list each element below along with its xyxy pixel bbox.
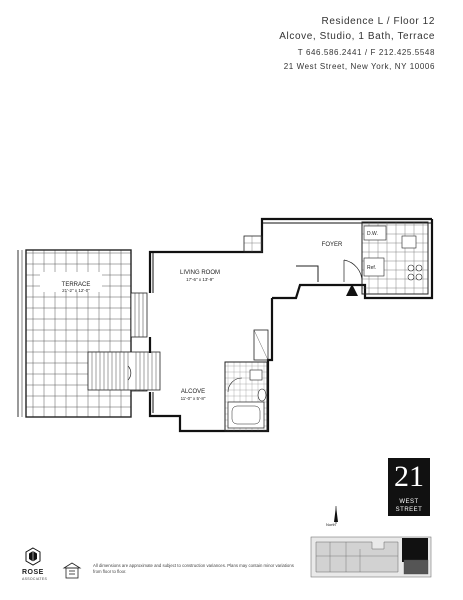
north-arrow-icon: North	[326, 506, 338, 527]
north-label: North	[326, 522, 336, 527]
entry-door	[343, 259, 363, 296]
refrigerator-label: Ref.	[367, 265, 376, 271]
alcove-closet	[253, 329, 269, 361]
foyer-closet	[296, 265, 319, 282]
phone-fax: T 646.586.2441 / F 212.425.5548	[297, 48, 435, 57]
brand-sub: ASSOCIATES	[22, 577, 48, 581]
stove	[407, 264, 423, 281]
equal-housing-icon	[62, 562, 82, 579]
entry-arrow	[346, 284, 358, 296]
logo-name: WEST STREET	[395, 499, 423, 513]
building-logo: 21 WEST STREET	[388, 458, 430, 516]
rose-logo-icon	[25, 547, 41, 566]
closet-shelf	[243, 235, 263, 253]
residence-title: Residence L / Floor 12	[321, 16, 435, 27]
living-room-dims: 17'-6" x 13'-9"	[186, 277, 214, 282]
sink	[401, 235, 417, 249]
disclaimer: All dimensions are approximate and subje…	[93, 563, 294, 574]
kitchen	[361, 221, 429, 295]
refrigerator	[363, 257, 385, 277]
alcove-dims: 11'-0" x 5'-8"	[181, 396, 206, 401]
terrace-planter	[87, 351, 161, 391]
toilet	[257, 388, 267, 402]
address: 21 West Street, New York, NY 10006	[283, 62, 435, 71]
living-room-label: LIVING ROOM	[180, 270, 220, 276]
dishwasher	[363, 225, 387, 241]
terrace	[17, 249, 132, 418]
logo-number: 21	[394, 460, 424, 493]
brand-name: ROSE	[22, 569, 44, 576]
key-plan-highlight	[402, 538, 428, 562]
terrace-dims: 21'-2" x 12'-0"	[62, 288, 90, 293]
unit-description: Alcove, Studio, 1 Bath, Terrace	[279, 31, 435, 42]
dishwasher-label: D.W.	[367, 231, 378, 237]
foyer-label: FOYER	[322, 242, 343, 248]
alcove-label: ALCOVE	[181, 389, 205, 395]
key-plan	[310, 536, 432, 578]
terrace-label: TERRACE	[62, 282, 91, 288]
bathroom	[224, 361, 268, 432]
vanity	[249, 369, 263, 381]
